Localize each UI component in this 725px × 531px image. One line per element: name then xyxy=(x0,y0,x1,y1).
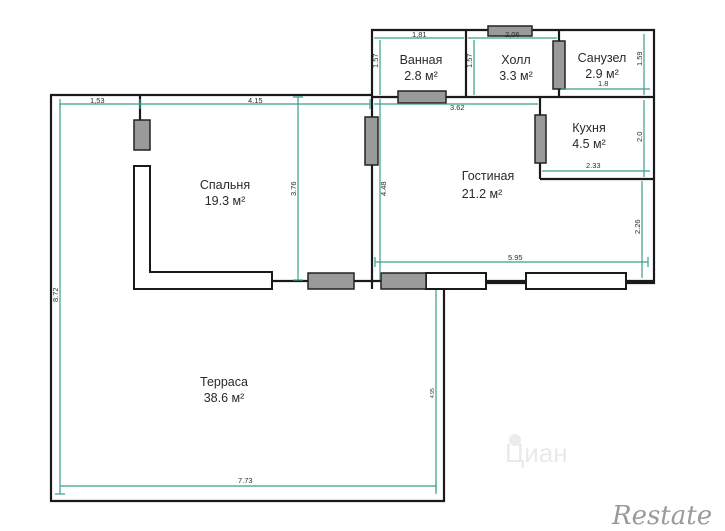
room-bedroom-area: 19.3 м² xyxy=(205,194,246,208)
room-kitchen-name: Кухня xyxy=(572,121,605,135)
room-living-area: 21.2 м² xyxy=(462,187,503,201)
dim-wc-width: 1.8 xyxy=(598,79,608,88)
door-wc[interactable] xyxy=(552,40,566,90)
room-hall-name: Холл xyxy=(501,53,530,67)
watermark-icon xyxy=(509,434,521,446)
dim-wc-height: 1.59 xyxy=(635,51,644,66)
dim-living-height: 4.48 xyxy=(379,181,388,196)
dimension-lines xyxy=(55,34,650,495)
dim-bathroom-height: 1.57 xyxy=(371,53,380,68)
room-terrace-area: 38.6 м² xyxy=(204,391,245,405)
window-frame-mid xyxy=(425,272,487,290)
bedroom-inner-wall xyxy=(133,165,273,290)
dim-top-bedroom: 4.15 xyxy=(248,96,263,105)
door-terrace-bedroom[interactable] xyxy=(307,272,355,290)
door-bathroom[interactable] xyxy=(397,90,447,104)
restate-logo: Restate xyxy=(611,501,712,531)
dim-terrace-right: 4.95 xyxy=(430,388,436,398)
dim-terrace-width: 7.73 xyxy=(238,476,253,485)
dim-living-right: 2.26 xyxy=(633,219,642,234)
dim-hall-width: 2,06 xyxy=(505,30,520,39)
room-hall-area: 3.3 м² xyxy=(499,69,533,83)
room-bedroom-name: Спальня xyxy=(200,178,250,192)
dim-terrace-height: 8.72 xyxy=(51,287,60,302)
room-living-name: Гостиная xyxy=(462,169,514,183)
room-terrace-name: Терраса xyxy=(200,375,248,389)
dim-top-left: 1,53 xyxy=(90,96,105,105)
window-frame-living xyxy=(525,272,627,290)
door-hall-top[interactable] xyxy=(487,25,533,37)
outer-wall xyxy=(49,28,656,503)
room-bathroom-name: Ванная xyxy=(400,53,443,67)
dim-bathroom-width: 1,81 xyxy=(412,30,427,39)
dim-kitchen-width: 2.33 xyxy=(586,161,601,170)
room-wc-name: Санузел xyxy=(578,51,627,65)
room-bathroom-area: 2.8 м² xyxy=(404,69,438,83)
room-kitchen-area: 4.5 м² xyxy=(572,137,606,151)
door-terrace-living[interactable] xyxy=(380,272,427,290)
room-wc-area: 2.9 м² xyxy=(585,67,619,81)
dim-hall-height: 1.57 xyxy=(465,53,474,68)
door-bedroom[interactable] xyxy=(133,119,151,151)
dim-kitchen-height: 2.0 xyxy=(635,132,644,142)
door-bedroom-living[interactable] xyxy=(364,116,379,166)
dim-hall-bottom: 3.62 xyxy=(450,103,465,112)
door-kitchen[interactable] xyxy=(534,114,547,164)
dim-bedroom-height: 3.76 xyxy=(289,181,298,196)
dim-living-width: 5.95 xyxy=(508,253,523,262)
